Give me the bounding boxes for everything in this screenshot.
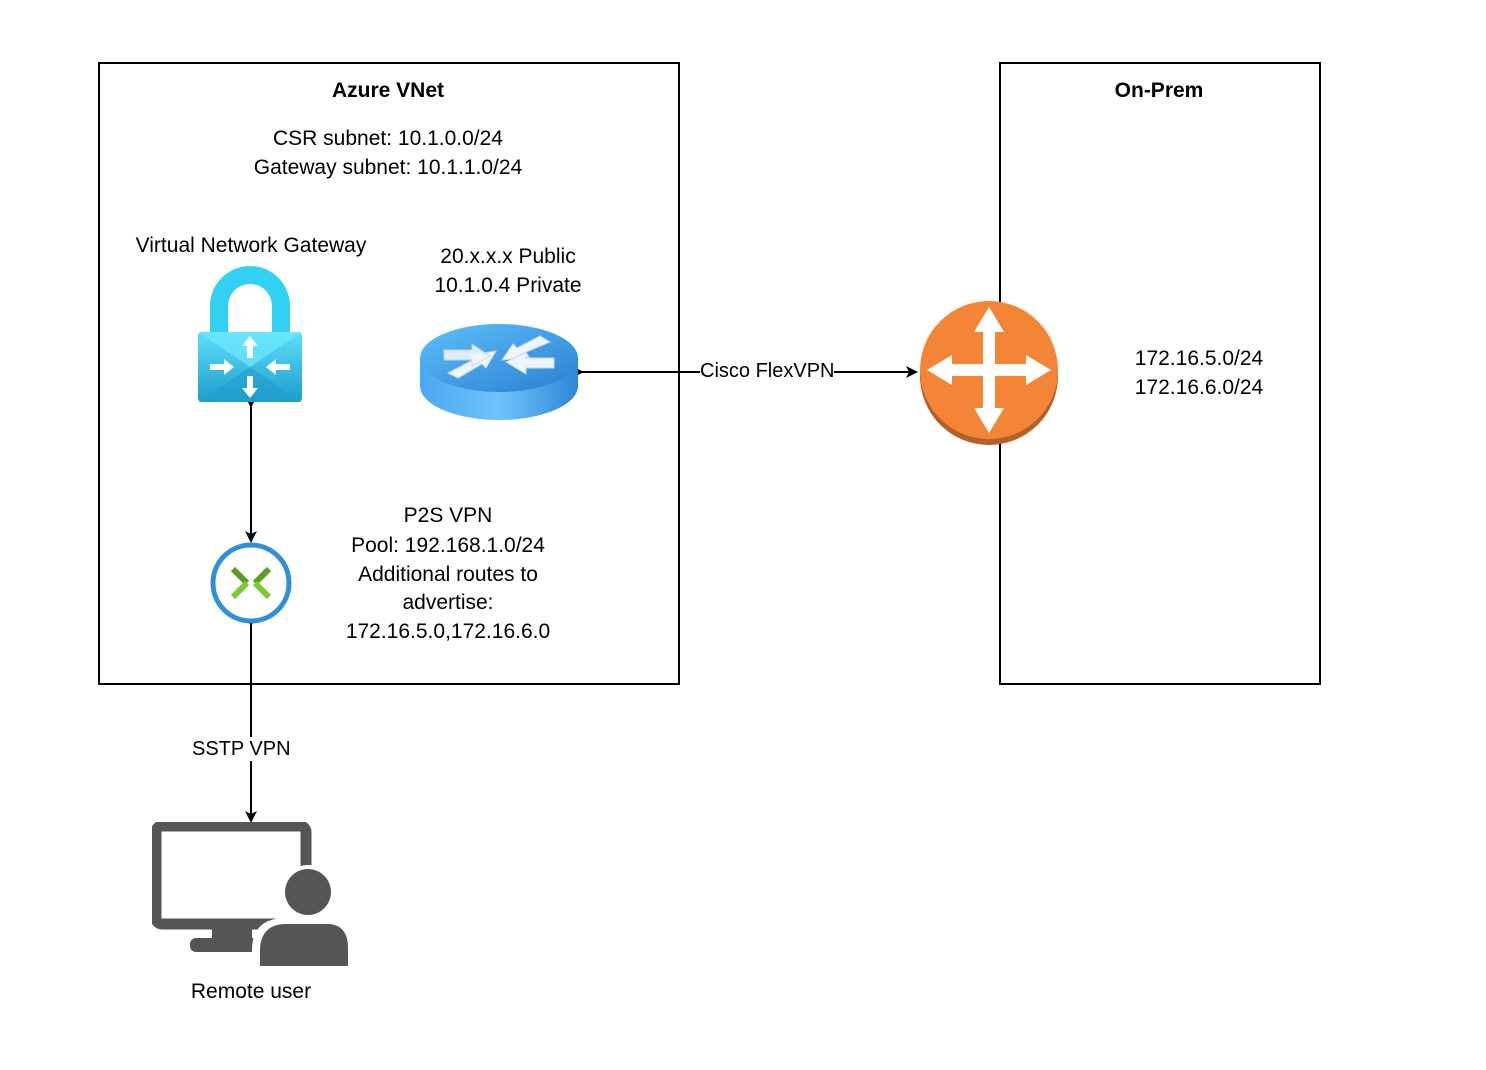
- remote-user-label: Remote user: [190, 980, 312, 1003]
- sstp-vpn-label: SSTP VPN: [192, 737, 291, 761]
- csr-private-ip: 10.1.0.4 Private: [434, 274, 582, 297]
- azure-vnet-title: Azure VNet: [331, 79, 445, 102]
- csr-public-ip: 20.x.x.x Public: [440, 245, 576, 268]
- on-prem-network-1: 172.16.5.0/24: [1134, 347, 1264, 370]
- virtual-network-gateway-icon[interactable]: [196, 262, 304, 404]
- p2s-routes-values: 172.16.5.0,172.16.6.0: [345, 620, 551, 643]
- csr-router-icon[interactable]: [418, 320, 580, 424]
- p2s-routes-line1: Additional routes to: [358, 563, 538, 586]
- p2s-routes-line2: advertise:: [402, 591, 494, 614]
- p2s-pool: Pool: 192.168.1.0/24: [351, 534, 545, 557]
- p2s-vpn-icon[interactable]: [209, 541, 293, 625]
- p2s-vpn-title: P2S VPN: [403, 504, 493, 527]
- gateway-subnet-label: Gateway subnet: 10.1.1.0/24: [253, 156, 523, 179]
- remote-user-icon[interactable]: [152, 822, 350, 966]
- on-prem-title: On-Prem: [1114, 79, 1204, 102]
- virtual-network-gateway-label: Virtual Network Gateway: [135, 234, 367, 257]
- csr-subnet-label: CSR subnet: 10.1.0.0/24: [273, 127, 503, 150]
- on-prem-router-icon[interactable]: [919, 300, 1059, 446]
- on-prem-network-2: 172.16.6.0/24: [1134, 376, 1264, 399]
- cisco-flexvpn-label: Cisco FlexVPN: [700, 359, 835, 383]
